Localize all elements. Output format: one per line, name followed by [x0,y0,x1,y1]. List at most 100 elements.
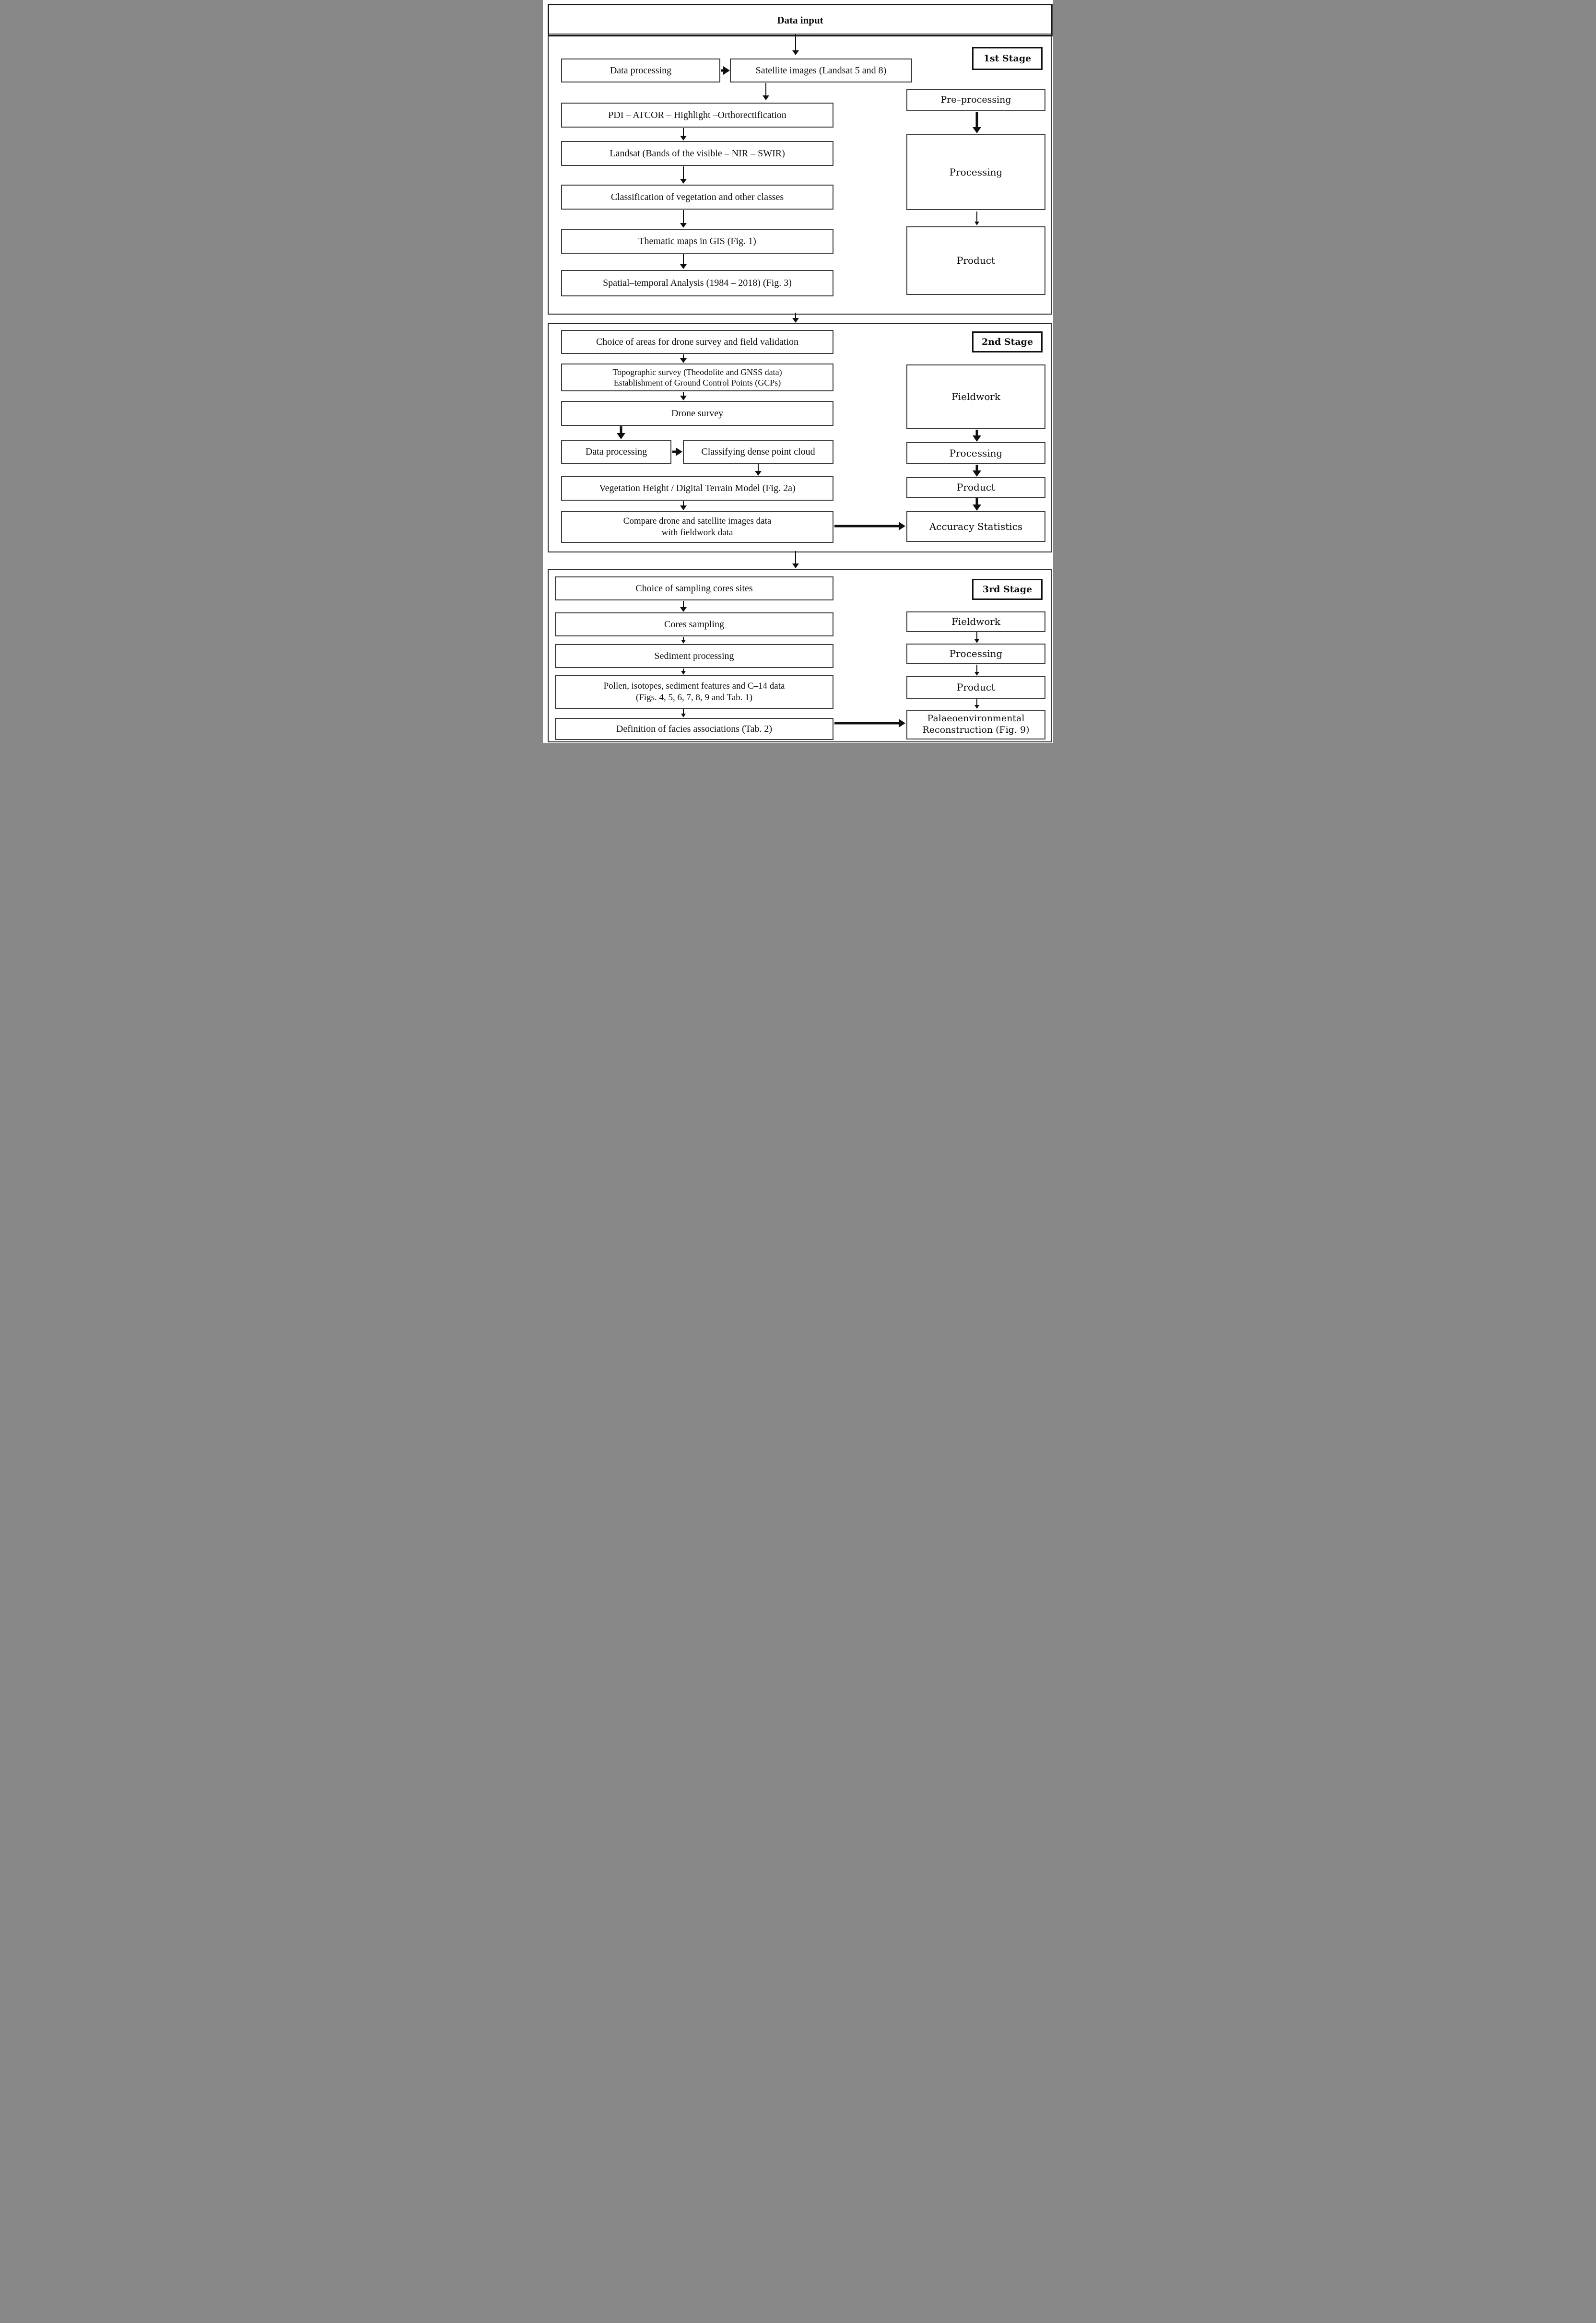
box-fieldwork-stage3: Fieldwork [906,611,1045,632]
box-label-line1: Palaeoenvironmental [927,713,1025,724]
stage3-label-box: 3rd Stage [972,579,1043,600]
arrow-processing-to-product-stage3 [973,665,981,676]
arrow-preprocessing-to-processing [973,112,981,133]
box-label: Vegetation Height / Digital Terrain Mode… [599,483,796,493]
box-compare-data: Compare drone and satellite images data … [561,511,833,543]
box-label: Product [957,481,995,493]
arrow-cores-to-sediment [679,637,688,644]
box-classifying-cloud: Classifying dense point cloud [683,440,833,464]
stage-label-text: 1st Stage [983,53,1032,64]
box-label: Classifying dense point cloud [701,446,815,457]
stage3-container [548,569,1052,742]
arrow-fieldwork-to-processing-stage3 [973,632,981,643]
box-product-stage2: Product [906,477,1045,498]
arrow-compare-to-accuracy [834,522,905,530]
box-label: Processing [949,166,1003,178]
flowchart-page: Data input Data processing Satellite ima… [543,0,1053,743]
arrow-satellite-to-pdi [762,83,770,100]
box-label: Cores sampling [664,619,724,630]
box-choice-areas: Choice of areas for drone survey and fie… [561,330,833,354]
data-input-title: Data input [777,14,823,26]
box-label: Data processing [610,65,672,76]
arrow-pollen-to-definition [679,709,688,717]
box-label-line2: Establishment of Ground Control Points (… [613,378,781,387]
box-label: Classification of vegetation and other c… [610,191,784,202]
box-label: Drone survey [671,408,724,419]
box-label: Processing [949,648,1003,659]
arrow-product-to-accuracy [973,498,981,511]
arrow-topographic-to-drone [679,392,688,400]
arrow-choice-to-topographic [679,354,688,363]
box-drone-survey: Drone survey [561,401,833,426]
box-label-line2: with fieldwork data [661,528,733,538]
arrow-pdi-to-landsat [679,128,688,141]
arrow-drone-to-dataprocessing [617,426,625,439]
box-product-stage1: Product [906,226,1045,295]
arrow-definition-to-palaeo [834,719,905,727]
box-definition-facies: Definition of facies associations (Tab. … [555,718,833,740]
box-label-line2: Reconstruction (Fig. 9) [922,725,1030,735]
box-label: Choice of sampling cores sites [635,583,753,594]
box-topographic-survey: Topographic survey (Theodolite and GNSS … [561,364,833,391]
box-label: Satellite images (Landsat 5 and 8) [755,65,887,76]
arrow-fieldwork-to-processing-stage2 [973,430,981,442]
arrow-classification-to-thematic [679,210,688,228]
box-cores-sampling: Cores sampling [555,612,833,636]
arrow-vegetation-to-compare [679,501,688,510]
box-label: Spatial–temporal Analysis (1984 – 2018) … [603,278,792,288]
arrow-dataprocessing-to-classifying [672,447,682,456]
box-classification: Classification of vegetation and other c… [561,185,833,210]
box-label: Product [957,255,995,266]
arrow-thematic-to-spatial [679,254,688,269]
box-processing-stage2: Processing [906,442,1045,464]
box-label-line2: (Figs. 4, 5, 6, 7, 8, 9 and Tab. 1) [635,692,753,703]
arrow-stage2-to-stage3 [791,551,800,568]
arrow-landsat-to-classification [679,166,688,184]
box-label: Processing [949,447,1003,459]
box-product-stage3: Product [906,676,1045,699]
box-landsat-bands: Landsat (Bands of the visible – NIR – SW… [561,141,833,166]
box-label: Product [957,681,995,693]
box-label: Definition of facies associations (Tab. … [616,723,773,734]
box-accuracy-statistics: Accuracy Statistics [906,511,1045,542]
arrow-choicecores-to-coressampling [679,601,688,612]
box-pdi-atcor: PDI – ATCOR – Highlight –Orthorectificat… [561,103,833,128]
box-label: Landsat (Bands of the visible – NIR – SW… [610,148,785,159]
box-label: Fieldwork [951,616,1001,627]
arrow-product-to-palaeo [973,699,981,709]
box-label: Choice of areas for drone survey and fie… [596,336,799,347]
box-processing-stage3: Processing [906,644,1045,664]
arrow-dataprocessing-to-satellite [721,66,730,75]
arrow-sediment-to-pollen [679,669,688,675]
box-label-line1: Pollen, isotopes, sediment features and … [603,681,785,692]
box-spatial-temporal: Spatial–temporal Analysis (1984 – 2018) … [561,270,833,296]
box-thematic-maps: Thematic maps in GIS (Fig. 1) [561,229,833,254]
box-label: Data processing [585,446,647,457]
box-vegetation-height: Vegetation Height / Digital Terrain Mode… [561,476,833,501]
box-fieldwork-stage2: Fieldwork [906,364,1045,429]
arrow-stage1-to-stage2 [791,313,800,323]
box-satellite-images: Satellite images (Landsat 5 and 8) [730,59,912,82]
stage-label-text: 3rd Stage [982,584,1033,595]
box-choice-cores: Choice of sampling cores sites [555,576,833,600]
stage1-label-box: 1st Stage [972,47,1043,70]
box-label: Fieldwork [951,391,1001,402]
box-sediment-processing: Sediment processing [555,644,833,668]
stage2-label-box: 2nd Stage [972,331,1043,352]
box-data-processing-2: Data processing [561,440,671,464]
box-label: Thematic maps in GIS (Fig. 1) [638,235,756,246]
box-label: Sediment processing [654,650,734,661]
box-pollen-isotopes: Pollen, isotopes, sediment features and … [555,675,833,709]
arrow-processing-to-product-stage2 [973,465,981,477]
box-label: Pre–processing [940,94,1011,106]
box-label: Accuracy Statistics [929,520,1023,532]
arrow-classifying-to-vegetation [754,464,763,476]
box-label: PDI – ATCOR – Highlight –Orthorectificat… [608,109,786,120]
data-input-header: Data input [548,4,1053,36]
arrow-datainput-to-stage1 [791,34,800,55]
arrow-processing-to-product-stage1 [973,211,981,225]
box-data-processing-1: Data processing [561,59,720,82]
box-processing-stage1: Processing [906,134,1045,210]
box-palaeo-reconstruction: Palaeoenvironmental Reconstruction (Fig.… [906,710,1045,739]
box-label-line1: Topographic survey (Theodolite and GNSS … [612,367,782,377]
